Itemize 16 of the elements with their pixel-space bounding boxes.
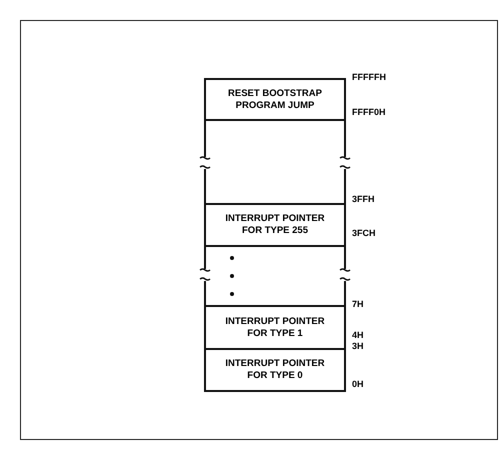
memory-region	[204, 305, 346, 350]
address-label: FFFFFH	[352, 72, 386, 83]
memory-region	[204, 78, 346, 121]
address-label: 0H	[352, 379, 364, 390]
address-label: 3H	[352, 341, 364, 352]
region-label: RESET BOOTSTRAP PROGRAM JUMP	[227, 88, 323, 112]
region-label: INTERRUPT POINTER FOR TYPE 1	[224, 316, 326, 340]
address-label: 4H	[352, 330, 364, 341]
memory-region	[204, 203, 346, 247]
region-label: INTERRUPT POINTER FOR TYPE 255	[224, 213, 326, 237]
address-label: 3FFH	[352, 194, 374, 205]
address-label: 3FCH	[352, 228, 376, 239]
address-label: FFFF0H	[352, 107, 386, 118]
address-label: 7H	[352, 299, 364, 310]
memory-region	[204, 348, 346, 392]
region-label: INTERRUPT POINTER FOR TYPE 0	[224, 358, 326, 382]
